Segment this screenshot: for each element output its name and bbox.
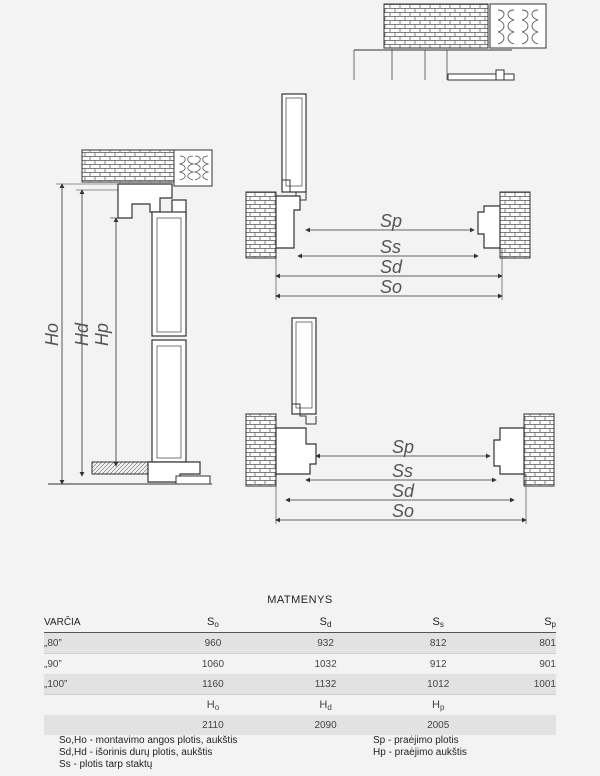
cell-hd: 2090 (269, 715, 382, 735)
horizontal-section-1: Sp Ss Sd So (245, 93, 531, 300)
header-varcia: VARČIA (44, 612, 157, 633)
legend-symbol: Hp (373, 747, 386, 758)
dim-label-sp-2: Sp (392, 437, 414, 457)
cell-so: 1160 (156, 674, 270, 695)
legend-symbol: Sp (373, 735, 386, 746)
legend-text: - išorinis durų plotis, aukštis (86, 747, 213, 758)
legend-text: - montavimo angos plotis, aukštis (86, 735, 238, 746)
dim-label-so-1: So (380, 277, 402, 297)
dim-label-sd-1: Sd (380, 257, 403, 277)
legend-text: - praėjimo plotis (385, 735, 459, 746)
technical-drawings: Ho Hd Hp Sp Ss Sd So S (42, 3, 555, 524)
dim-label-hd: Hd (72, 322, 92, 346)
row-label: „80” (44, 632, 157, 654)
cell-sd: 1132 (269, 674, 382, 695)
cell-so: 960 (156, 632, 270, 654)
legend-right: Sp - praėjimo plotis Hp - praėjimo aukšt… (373, 735, 553, 759)
legend-item: Sd,Hd - išorinis durų plotis, aukštis (59, 747, 359, 759)
table-title: MATMENYS (267, 594, 333, 606)
cell-sd: 1032 (269, 653, 382, 674)
cell-ho: 2110 (156, 715, 270, 735)
header-hd: Hd (269, 694, 382, 715)
detail-top-right (353, 3, 547, 81)
height-values-row: 2110 2090 2005 (44, 715, 556, 735)
cell-ss: 1012 (381, 674, 495, 695)
table-row: „90” 1060 1032 912 901 (44, 653, 556, 674)
cell-sd: 932 (269, 632, 382, 654)
dim-label-so-2: So (392, 501, 414, 521)
vertical-section: Ho Hd Hp (42, 149, 213, 485)
cell-sp: 1001 (494, 674, 556, 695)
cell-sp: 801 (494, 632, 556, 654)
header-ss: Ss (381, 612, 495, 633)
dim-label-ho: Ho (42, 323, 62, 346)
legend-item: So,Ho - montavimo angos plotis, aukštis (59, 735, 359, 747)
table-row: „80” 960 932 812 801 (44, 632, 556, 654)
legend-symbol: Ss (59, 759, 71, 770)
dim-label-sp-1: Sp (380, 211, 402, 231)
table-header-row: VARČIA So Sd Ss Sp (44, 612, 556, 633)
legend-item: Sp - praėjimo plotis (373, 735, 553, 747)
horizontal-section-2: Sp Ss Sd So (245, 317, 555, 524)
header-hp: Hp (381, 694, 495, 715)
dimensions-table: VARČIA So Sd Ss Sp „80” 960 932 812 801 … (44, 612, 556, 735)
table-row: „100” 1160 1132 1012 1001 (44, 674, 556, 695)
cell-ss: 812 (381, 632, 495, 654)
header-so: So (156, 612, 270, 633)
cell-ss: 912 (381, 653, 495, 674)
header-ho: Ho (156, 694, 270, 715)
cell-hp: 2005 (381, 715, 495, 735)
dim-label-ss-1: Ss (380, 237, 401, 257)
legend-symbol: So,Ho (59, 735, 87, 746)
legend-item: Ss - plotis tarp staktų (59, 759, 359, 771)
dim-label-hp: Hp (92, 323, 112, 346)
row-label: „90” (44, 653, 157, 674)
legend-item: Hp - praėjimo aukštis (373, 747, 553, 759)
dim-label-ss-2: Ss (392, 461, 413, 481)
legend-symbol: Sd,Hd (59, 747, 87, 758)
legend-text: - praėjimo aukštis (385, 747, 467, 758)
cell-sp: 901 (494, 653, 556, 674)
header-sp: Sp (494, 612, 556, 633)
legend-text: - plotis tarp staktų (70, 759, 153, 770)
legend-left: So,Ho - montavimo angos plotis, aukštis … (59, 735, 359, 771)
row-label: „100” (44, 674, 157, 695)
cell-so: 1060 (156, 653, 270, 674)
header-sd: Sd (269, 612, 382, 633)
height-header-row: Ho Hd Hp (44, 694, 556, 715)
dim-label-sd-2: Sd (392, 481, 415, 501)
